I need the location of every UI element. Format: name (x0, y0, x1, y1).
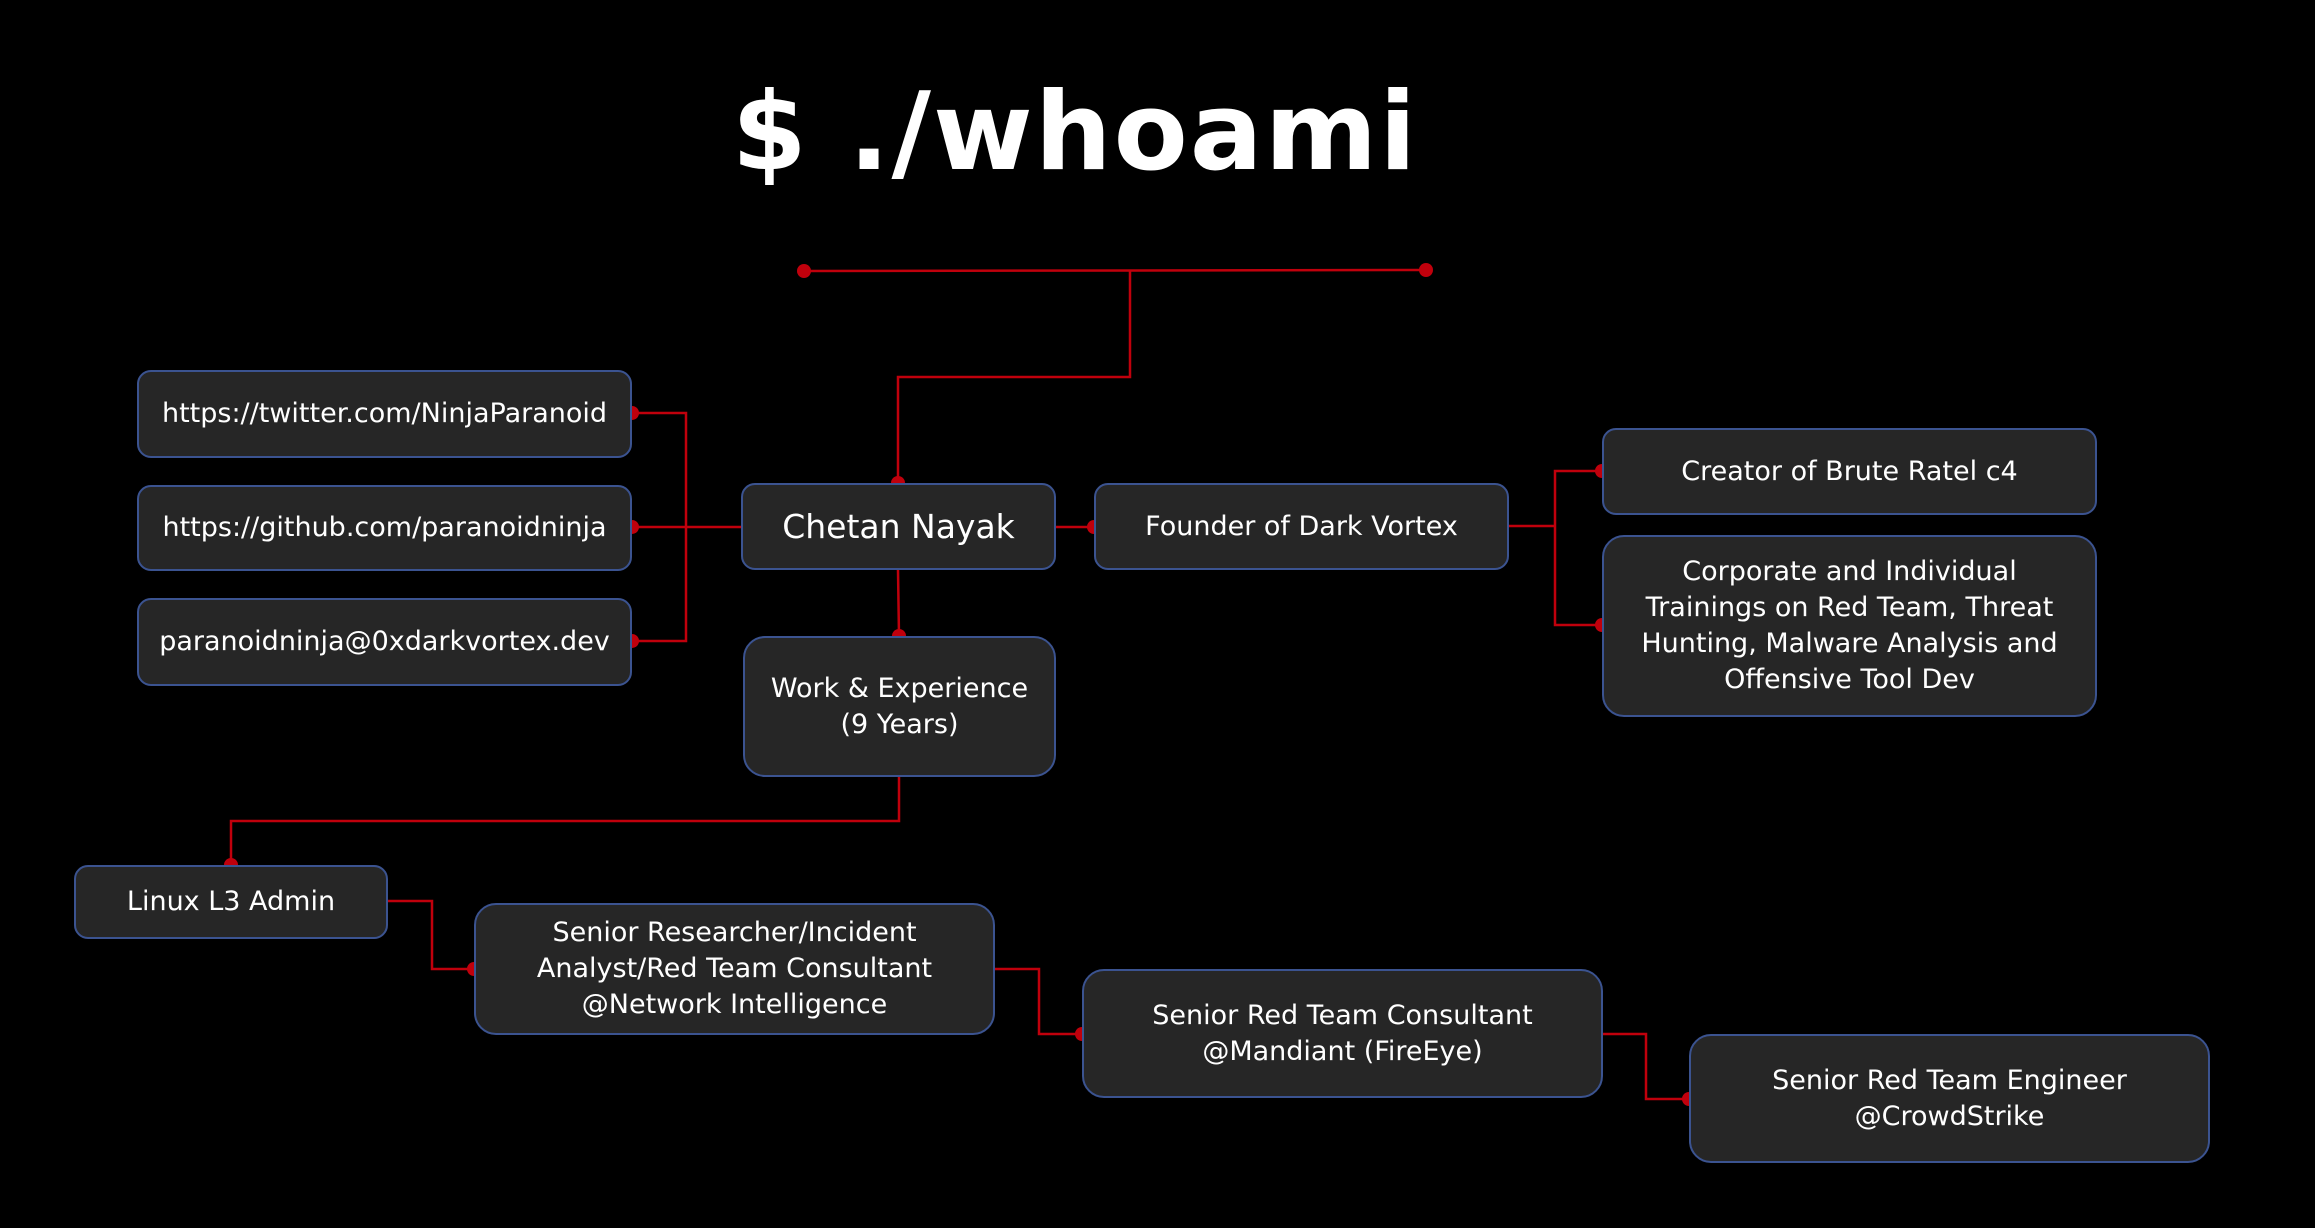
linux-admin-text: Linux L3 Admin (126, 886, 336, 917)
founder-text: Founder of Dark Vortex (1145, 510, 1458, 542)
trainings-text: Corporate and Individual Trainings on Re… (1641, 556, 2058, 695)
mandiant-text: Senior Red Team Consultant @Mandiant (Fi… (1152, 999, 1533, 1067)
brute-ratel-node: Creator of Brute Ratel c4 (1602, 428, 2097, 515)
connector-mandiant-to-crowdstrike (1603, 1032, 1689, 1101)
email-link-node[interactable]: paranoidninja@0xdarkvortex.dev (137, 598, 632, 686)
connector-dot-title-right (1419, 263, 1433, 277)
network-intelligence-text: Senior Researcher/Incident Analyst/Red T… (536, 917, 933, 1020)
github-link-text[interactable]: https://github.com/paranoidninja (162, 512, 607, 543)
crowdstrike-text: Senior Red Team Engineer @CrowdStrike (1772, 1064, 2127, 1132)
github-link-node[interactable]: https://github.com/paranoidninja (137, 485, 632, 571)
founder-node: Founder of Dark Vortex (1094, 483, 1509, 570)
brute-ratel-text: Creator of Brute Ratel c4 (1681, 455, 2018, 487)
connector-work-to-linux (229, 777, 901, 865)
connector-founder-branch (1553, 469, 1602, 627)
network-intelligence-node: Senior Researcher/Incident Analyst/Red T… (474, 903, 995, 1035)
connector-dot-title-left (797, 264, 811, 278)
connector-name-to-work (896, 569, 901, 637)
email-link-text[interactable]: paranoidninja@0xdarkvortex.dev (159, 626, 610, 657)
connector-title-underline (803, 268, 1427, 273)
connector-netintel-to-mandiant (995, 967, 1082, 1036)
twitter-link-node[interactable]: https://twitter.com/NinjaParanoid (137, 370, 632, 458)
trainings-node: Corporate and Individual Trainings on Re… (1602, 535, 2097, 717)
connector-linux-to-netintel (388, 899, 474, 971)
page-title: $ ./whoami (731, 70, 1419, 195)
crowdstrike-node: Senior Red Team Engineer @CrowdStrike (1689, 1034, 2210, 1163)
work-experience-node: Work & Experience (9 Years) (743, 636, 1056, 777)
connector-title-to-name (896, 271, 1132, 483)
twitter-link-text[interactable]: https://twitter.com/NinjaParanoid (161, 398, 608, 429)
work-experience-text: Work & Experience (9 Years) (770, 672, 1029, 740)
mandiant-node: Senior Red Team Consultant @Mandiant (Fi… (1082, 969, 1603, 1098)
name-text: Chetan Nayak (782, 506, 1015, 546)
name-node: Chetan Nayak (741, 483, 1056, 570)
linux-admin-node: Linux L3 Admin (74, 865, 388, 939)
